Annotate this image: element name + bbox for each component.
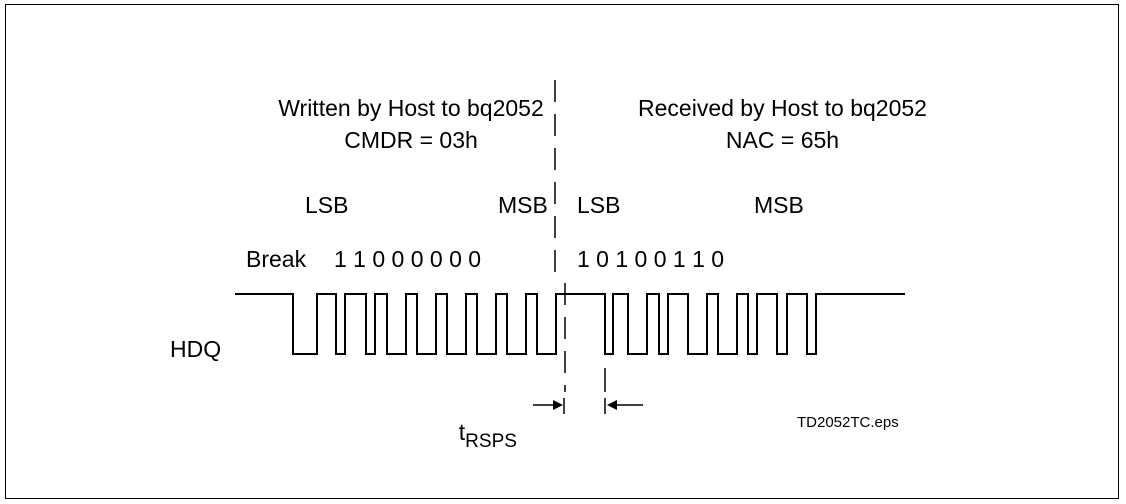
diagram-frame — [5, 4, 1119, 499]
trsps-main: t — [458, 419, 466, 445]
lsb-label-left: LSB — [305, 192, 349, 218]
hdq-signal-label: HDQ — [170, 336, 222, 362]
break-label: Break — [246, 246, 307, 272]
trsps-subscript: RSPS — [465, 431, 517, 452]
bits-left: 1 1 0 0 0 0 0 0 — [334, 246, 482, 272]
hdq-signal-trace — [235, 293, 905, 355]
msb-label-right: MSB — [754, 192, 804, 218]
trsps-right-arrow-head — [607, 400, 617, 410]
file-label: TD2052TC.eps — [797, 414, 899, 431]
trsps-label: tRSPS — [446, 398, 517, 452]
bits-right: 1 0 1 0 0 1 1 0 — [577, 246, 725, 272]
right-header-line2: NAC = 65h — [725, 127, 840, 153]
right-header-line1: Received by Host to bq2052 — [638, 95, 927, 121]
left-header-line2: CMDR = 03h — [344, 127, 478, 153]
msb-label-left: MSB — [498, 192, 548, 218]
lsb-label-right: LSB — [577, 192, 621, 218]
trsps-left-arrow-head — [553, 400, 563, 410]
left-header-line1: Written by Host to bq2052 — [278, 95, 544, 121]
